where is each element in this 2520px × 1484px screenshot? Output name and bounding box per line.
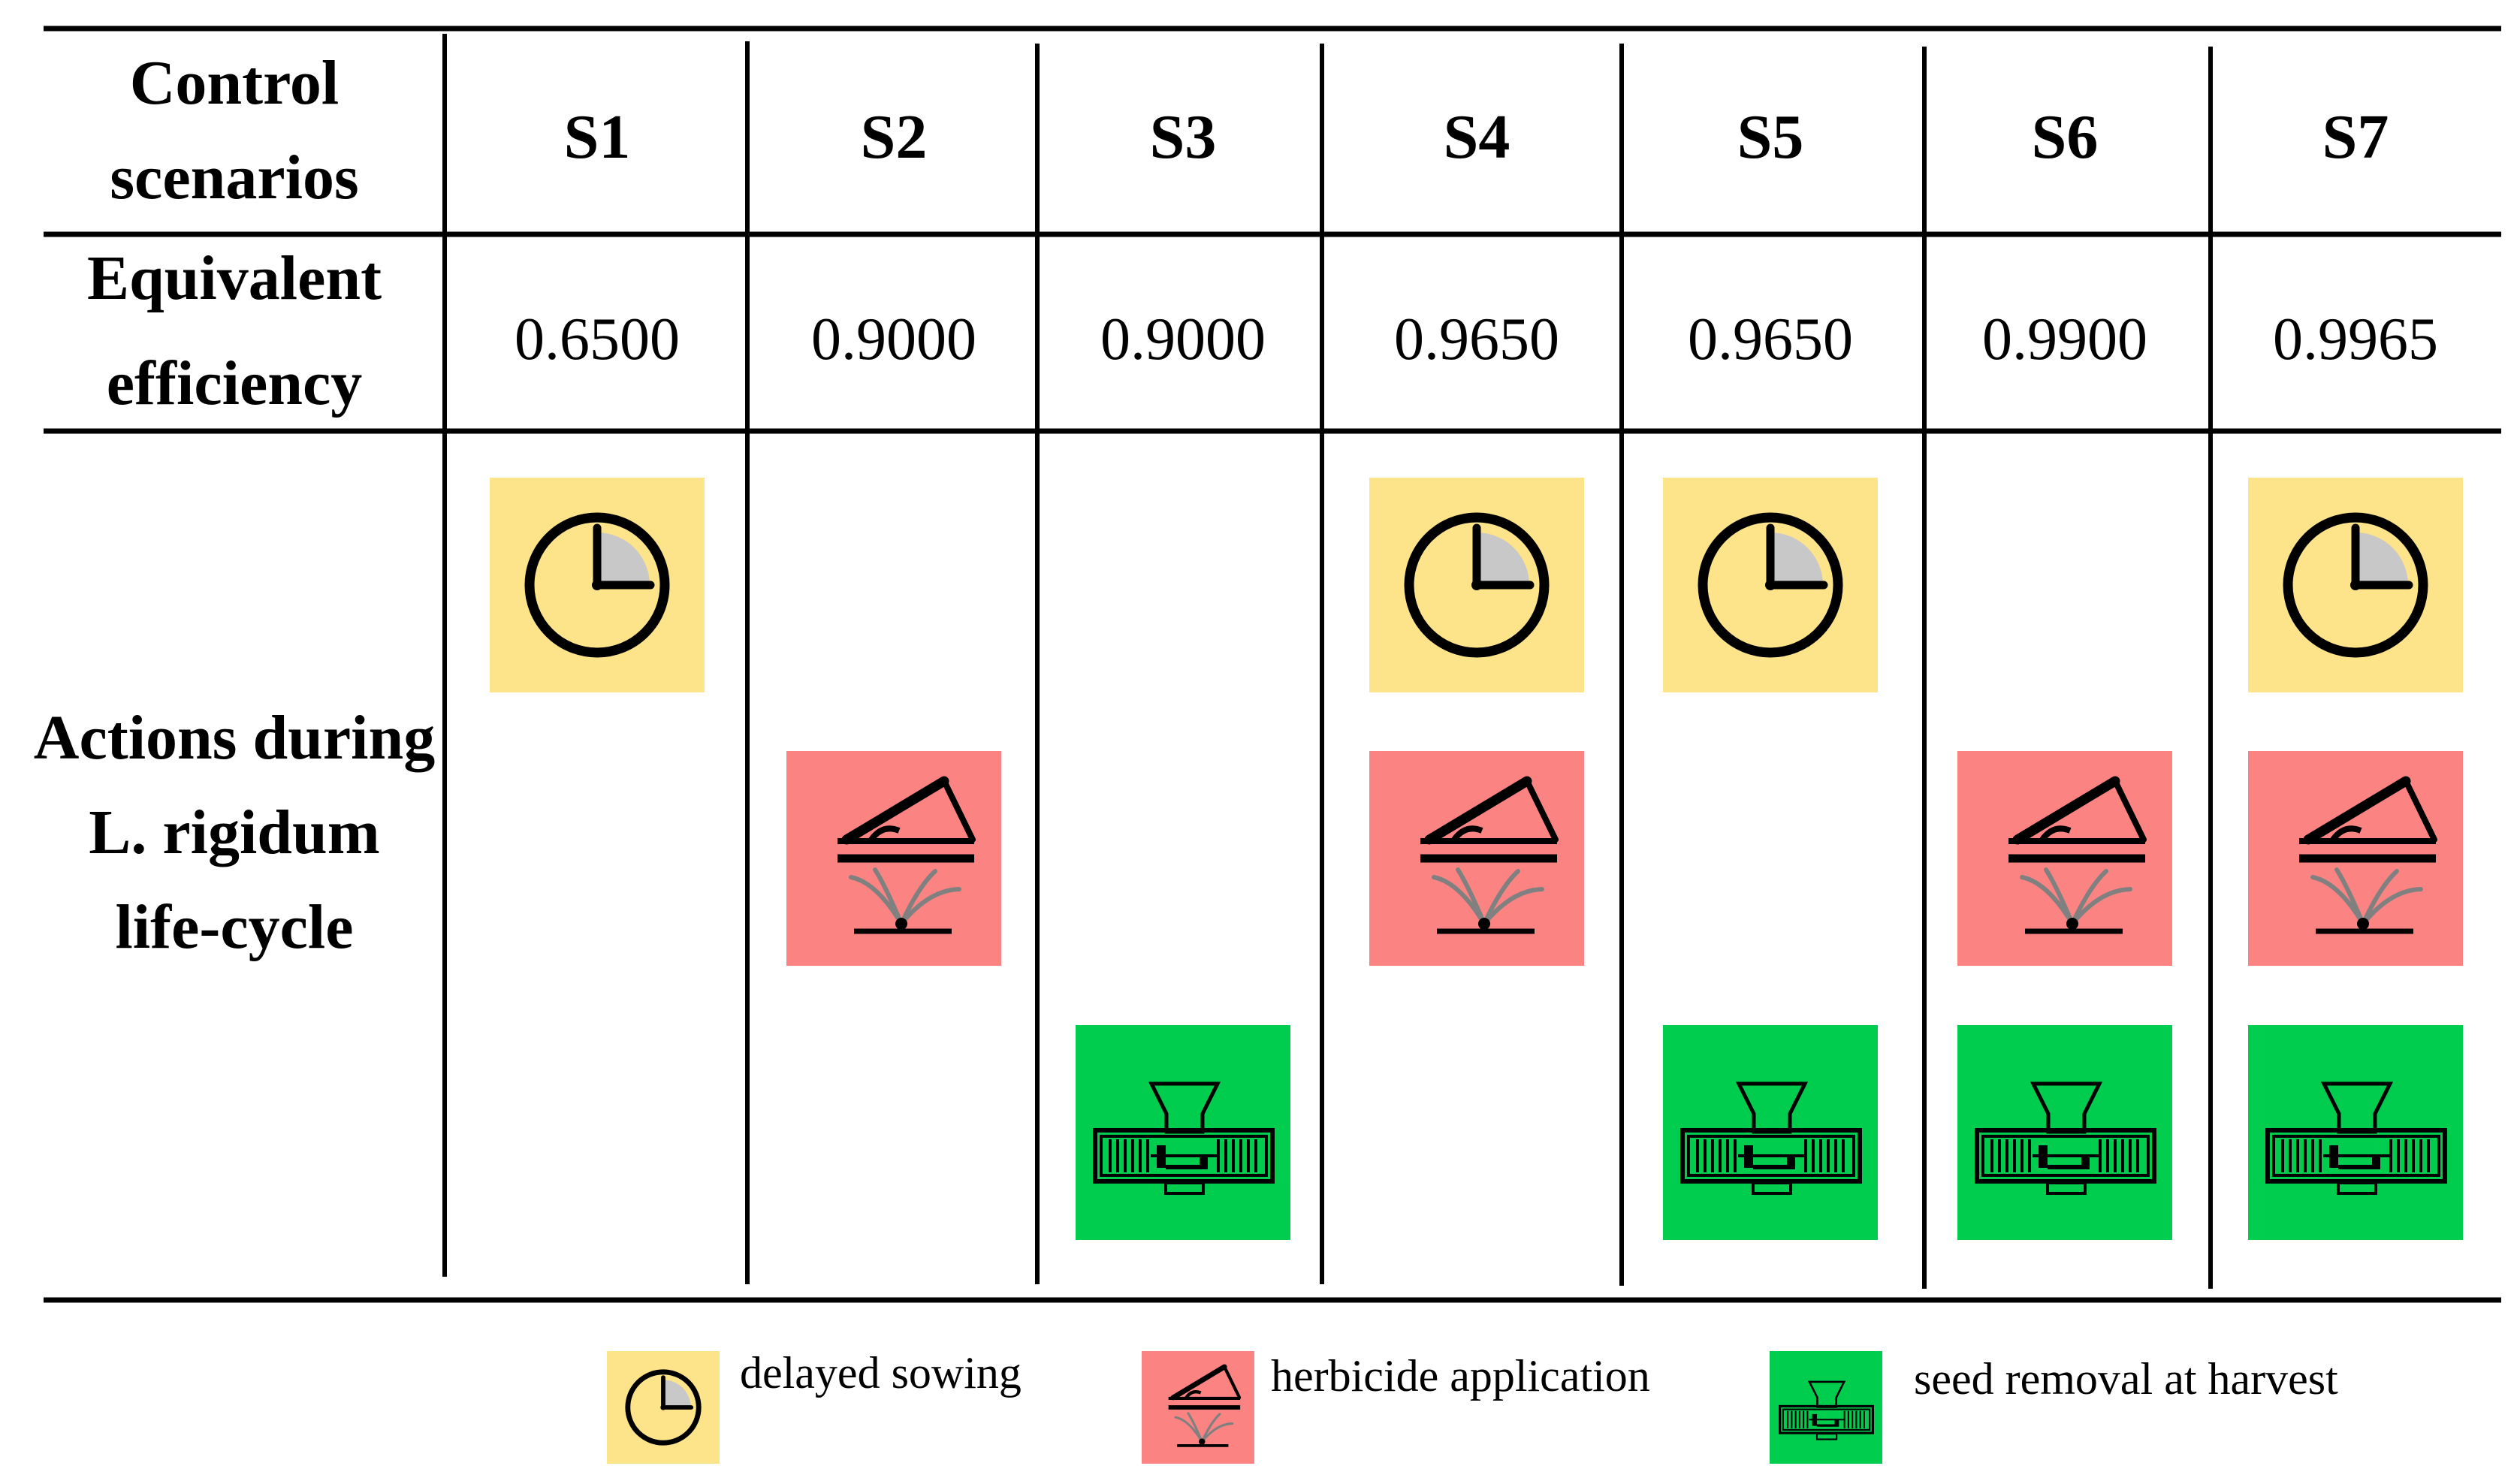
legend-item-delayed-sowing: delayed sowing [607, 1348, 1022, 1464]
column-dividers [442, 34, 2213, 1289]
legend-item-herbicide-application: herbicide application [1142, 1351, 1650, 1464]
scenario-header: S6 [2032, 102, 2099, 172]
efficiency-value: 0.9650 [1688, 306, 1853, 373]
header-label-line2: scenarios [110, 143, 358, 213]
efficiency-value: 0.6500 [515, 306, 680, 373]
header-label-line1: Control [130, 48, 339, 118]
sprayer-icon [786, 751, 1001, 966]
actions-label-line3: life-cycle [115, 892, 353, 962]
efficiency-values: 0.6500 0.9000 0.9000 0.9650 0.9650 0.990… [515, 306, 2438, 373]
clock-icon [2248, 478, 2463, 692]
efficiency-label-line2: efficiency [107, 348, 362, 418]
scenario-header: S1 [564, 102, 631, 172]
scenario-header: S7 [2322, 102, 2389, 172]
clock-icon [1663, 478, 1878, 692]
harvester-icon [1957, 1025, 2172, 1240]
efficiency-value: 0.9650 [1394, 306, 1559, 373]
legend-item-seed-removal: seed removal at harvest [1770, 1351, 2338, 1464]
legend-label-seed-removal: seed removal at harvest [1914, 1354, 2338, 1404]
scenario-headers: S1 S2 S3 S4 S5 S6 S7 [564, 102, 2389, 172]
legend: delayed sowing herbicide application see… [607, 1348, 2338, 1464]
harvester-icon [1663, 1025, 1878, 1240]
efficiency-value: 0.9000 [811, 306, 976, 373]
table-grid [44, 26, 2501, 1303]
legend-label-delayed-sowing: delayed sowing [740, 1348, 1022, 1398]
clock-icon [490, 478, 705, 692]
action-icons [490, 478, 2463, 1240]
clock-icon [1369, 478, 1584, 692]
scenario-header: S4 [1444, 102, 1510, 172]
efficiency-value: 0.9965 [2273, 306, 2438, 373]
actions-label-line1: Actions during [34, 703, 435, 773]
efficiency-label-line1: Equivalent [87, 243, 382, 313]
scenario-header: S3 [1150, 102, 1217, 172]
efficiency-value: 0.9000 [1100, 306, 1266, 373]
scenario-header: S2 [861, 102, 928, 172]
efficiency-value: 0.9900 [1982, 306, 2147, 373]
sprayer-icon [1957, 751, 2172, 966]
harvester-icon [1076, 1025, 1290, 1240]
actions-label-line2: L. rigidum [89, 798, 379, 867]
legend-label-herbicide-application: herbicide application [1271, 1351, 1650, 1401]
scenario-header: S5 [1737, 102, 1804, 172]
sprayer-icon [2248, 751, 2463, 966]
sprayer-icon [1369, 751, 1584, 966]
harvester-icon [2248, 1025, 2463, 1240]
